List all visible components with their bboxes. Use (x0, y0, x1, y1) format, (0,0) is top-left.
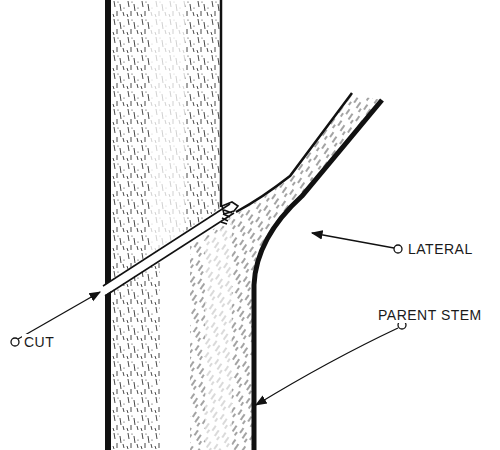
stem-highlight (205, 222, 232, 450)
stem-edge (220, 0, 223, 207)
leader-line (256, 328, 398, 405)
leader-line (18, 292, 100, 339)
stem-edge (105, 0, 111, 450)
cut-line (103, 204, 230, 286)
parent-stem (190, 95, 382, 450)
stem-edge (254, 100, 382, 450)
leader-dot (394, 245, 402, 253)
cut-line (105, 213, 234, 296)
part-label: CUT (22, 334, 56, 350)
cut-line (103, 208, 232, 291)
part-label: LATERAL (406, 241, 475, 257)
bud-stub (221, 202, 238, 224)
lateral-edge (236, 93, 352, 212)
stem-highlight (150, 0, 185, 255)
part-label: PARENT STEM (376, 307, 484, 323)
leader-dot (11, 338, 19, 346)
leader-line (312, 233, 394, 248)
